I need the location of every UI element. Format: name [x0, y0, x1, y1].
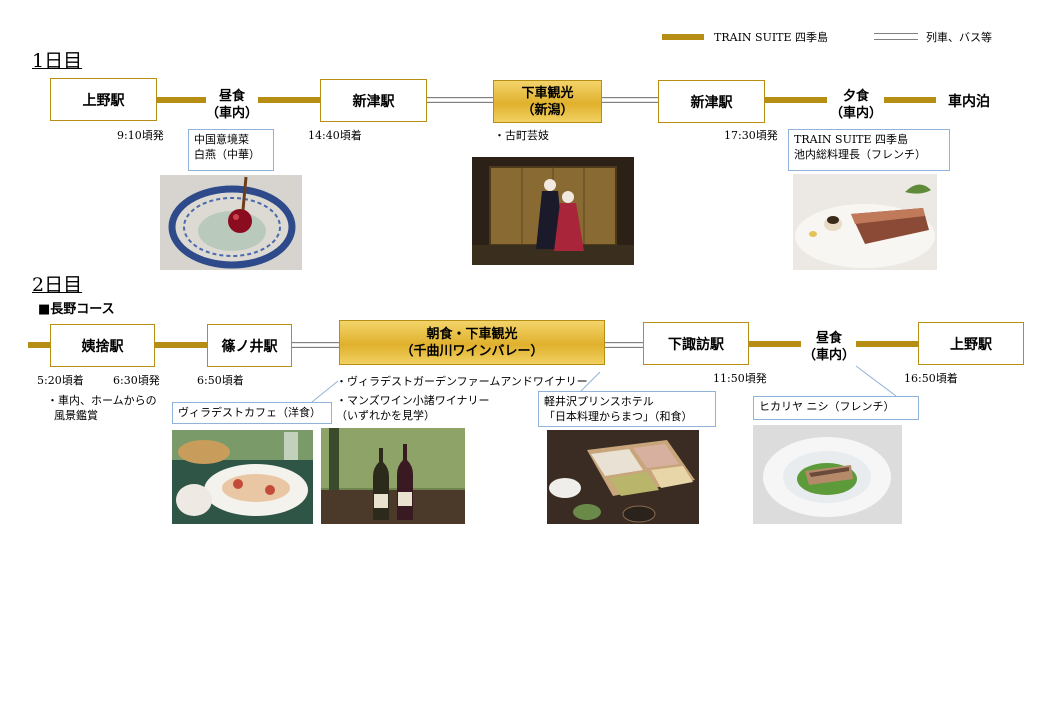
- bento-box-photo: [547, 430, 699, 524]
- wine-bottles-photo: [321, 428, 465, 524]
- day2-callout-hikariya: ヒカリヤ ニシ（フレンチ）: [753, 396, 919, 420]
- day2-callout-hotel-line2: 「日本料理からまつ」（和食）: [544, 409, 710, 424]
- day2-callout-hotel: 軽井沢プリンスホテル 「日本料理からまつ」（和食）: [538, 391, 716, 427]
- hikariya-dish-photo: [753, 425, 902, 524]
- day2-callout-cafe: ヴィラデストカフェ（洋食）: [172, 402, 332, 424]
- day2-callout-hotel-line1: 軽井沢プリンスホテル: [544, 394, 710, 409]
- cafe-dish-photo: [172, 430, 313, 524]
